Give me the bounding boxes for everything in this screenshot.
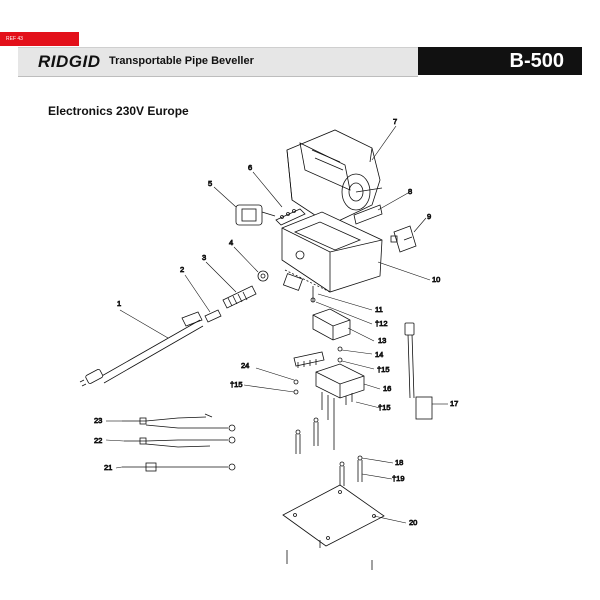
callout-23: 23 [94, 416, 102, 425]
model-number: B-500 [418, 47, 582, 75]
part-control-board-16 [315, 363, 365, 450]
callout-5: 5 [208, 179, 212, 188]
part-capacitor-13 [312, 308, 351, 341]
callout-1: 1 [117, 299, 121, 308]
part-nut-4 [257, 270, 269, 282]
part-base-plate-20 [282, 484, 385, 570]
section-title: Electronics 230V Europe [48, 104, 189, 118]
header-band [18, 47, 418, 77]
part-screws-14-15 [337, 346, 343, 363]
part-label-8 [353, 204, 383, 225]
part-terminal-block [275, 208, 306, 226]
callout-10: 10 [432, 275, 440, 284]
callout-12: †12 [375, 319, 388, 328]
part-motor [286, 129, 383, 226]
part-standoffs [295, 417, 363, 486]
callout-15c: †15 [378, 403, 391, 412]
callout-19: †19 [392, 474, 405, 483]
part-clamp-2 [204, 309, 222, 323]
callout-15a: †15 [377, 365, 390, 374]
callout-13: 13 [378, 336, 386, 345]
callout-14: 14 [375, 350, 383, 359]
callout-20: 20 [409, 518, 417, 527]
callout-24: 24 [241, 361, 249, 370]
callout-4: 4 [229, 238, 233, 247]
part-power-cord-1 [79, 311, 204, 387]
leader-lines [105, 125, 448, 524]
callout-15b: †15 [230, 380, 243, 389]
callout-11: 11 [375, 305, 383, 314]
callout-8: 8 [408, 187, 412, 196]
ref-tag: REF 43 [0, 32, 79, 46]
part-cable-assemblies [122, 413, 236, 472]
callout-16: 16 [383, 384, 391, 393]
part-switch-9 [390, 225, 417, 253]
callout-3: 3 [202, 253, 206, 262]
callout-2: 2 [180, 265, 184, 274]
callout-21: 21 [104, 463, 112, 472]
callout-18: 18 [395, 458, 403, 467]
brand-logo: RIDGID [38, 52, 101, 72]
part-strain-relief-3 [222, 285, 257, 309]
callout-9: 9 [427, 212, 431, 221]
callout-6: 6 [248, 163, 252, 172]
part-screws-11-12 [310, 286, 316, 303]
brand-name: RIDGID [38, 52, 101, 71]
part-terminal-strip-24 [293, 351, 325, 395]
product-title: Transportable Pipe Beveller [109, 55, 254, 67]
callout-17: 17 [450, 399, 458, 408]
callout-7: 7 [393, 117, 397, 126]
callout-22: 22 [94, 436, 102, 445]
part-connector-5 [235, 204, 276, 226]
part-cable-17 [404, 322, 433, 420]
part-electronics-housing [281, 211, 383, 293]
